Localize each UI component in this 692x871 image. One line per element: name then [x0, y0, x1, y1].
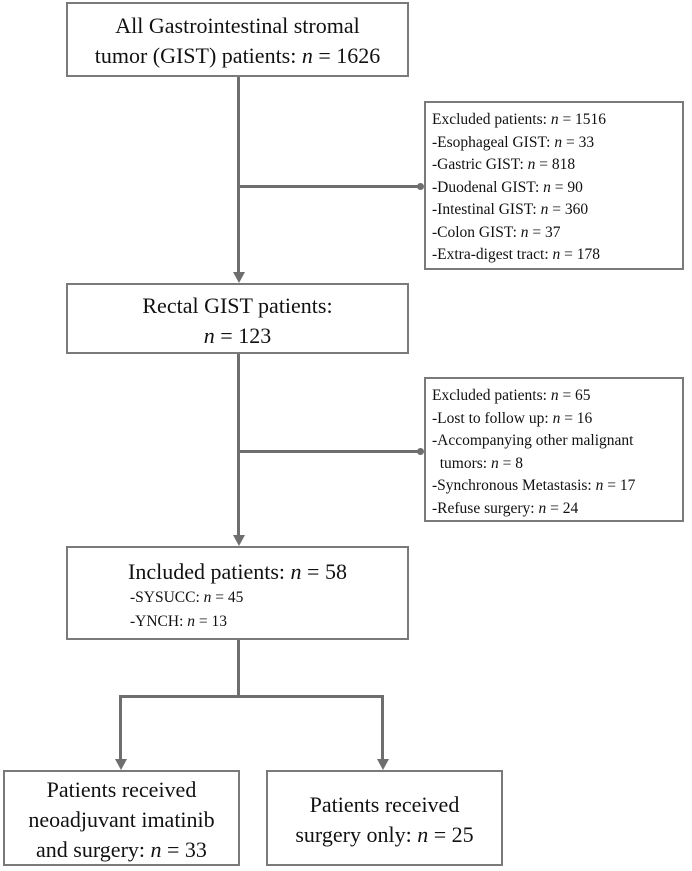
excluded-item: -Intestinal GIST: n = 360	[432, 201, 589, 218]
excluded-item: -Esophageal GIST: n = 33	[432, 133, 595, 151]
connector-to-excluded-2	[239, 450, 420, 453]
included-sysucc: -SYSUCC: n = 45	[130, 589, 244, 606]
arrowhead-to-included	[232, 535, 245, 546]
connector-included-down	[237, 640, 240, 696]
neoadjuvant-line3: and surgery: n = 33	[36, 837, 207, 862]
included-ynch: -YNCH: n = 13	[130, 613, 228, 630]
excluded-item: -Duodenal GIST: n = 90	[432, 178, 583, 196]
excluded-list-1: Excluded patients: n = 1516 -Esophageal G…	[432, 109, 682, 267]
connector-all-to-rectal	[237, 77, 240, 273]
excluded-item: -Accompanying other malignant	[432, 432, 634, 449]
rectal-line1: Rectal GIST patients:	[142, 293, 333, 318]
surgery-only-box: Patients received surgery only: n = 25	[266, 770, 503, 866]
rectal-gist-patients-box: Rectal GIST patients: n = 123	[66, 283, 409, 354]
excluded-item: tumors: n = 8	[432, 454, 523, 472]
connector-dot-1	[417, 183, 424, 190]
excluded-item: -Synchronous Metastasis: n = 17	[432, 477, 636, 494]
all-gist-line2: tumor (GIST) patients: n = 1626	[94, 43, 381, 68]
excluded-list-2: Excluded patients: n = 65 -Lost to follow…	[432, 385, 682, 520]
excluded-item: -Gastric GIST: n = 818	[432, 156, 576, 173]
arrowhead-to-surgery-only	[376, 759, 389, 770]
arrowhead-to-rectal	[232, 272, 245, 283]
excluded-item: -Refuse surgery: n = 24	[432, 499, 579, 517]
connector-rectal-to-included	[237, 354, 240, 536]
excluded-item: Excluded patients: n = 65	[432, 387, 591, 404]
neoadjuvant-line1: Patients received	[46, 777, 197, 802]
all-gist-patients-box: All Gastrointestinal stromal tumor (GIST…	[66, 2, 409, 77]
excluded-item: -Colon GIST: n = 37	[432, 223, 561, 241]
connector-dot-2	[417, 448, 424, 455]
connector-to-excluded-1	[239, 185, 420, 188]
rectal-line2: n = 123	[203, 323, 272, 348]
included-title: Included patients: n = 58	[128, 559, 347, 584]
excluded-patients-box-2: Excluded patients: n = 65 -Lost to follow…	[424, 377, 684, 522]
n-symbol: n	[301, 43, 313, 68]
connector-split-horizontal	[119, 695, 384, 698]
included-patients-box: Included patients: n = 58 -SYSUCC: n = 4…	[66, 546, 409, 640]
excluded-item: -Lost to follow up: n = 16	[432, 409, 593, 427]
neoadjuvant-line2: neoadjuvant imatinib	[28, 807, 215, 832]
neoadjuvant-box: Patients received neoadjuvant imatinib a…	[3, 770, 240, 866]
all-gist-line1: All Gastrointestinal stromal	[115, 13, 360, 38]
surgery-only-line2: surgery only: n = 25	[295, 822, 474, 847]
connector-to-surgery-only	[381, 695, 384, 760]
surgery-only-line1: Patients received	[309, 792, 460, 817]
connector-to-neoadjuvant	[119, 695, 122, 760]
excluded-patients-box-1: Excluded patients: n = 1516 -Esophageal G…	[424, 101, 684, 270]
excluded-item: Excluded patients: n = 1516	[432, 111, 607, 128]
excluded-item: -Extra-digest tract: n = 178	[432, 246, 601, 263]
arrowhead-to-neoadjuvant	[114, 759, 127, 770]
